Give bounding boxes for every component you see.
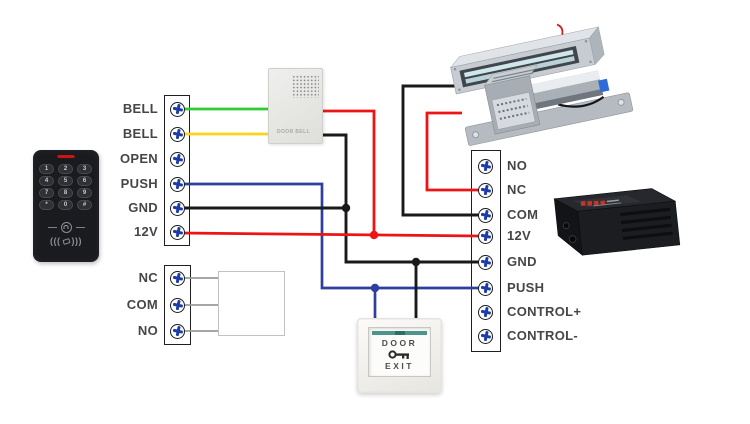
terminal-reader-12v [170,224,185,240]
terminal-power-controlm [478,328,493,344]
terminal-reader-gnd [170,200,185,216]
power-label-com: COM [507,207,539,222]
rfid-wave-icon: ((( ))) [50,236,82,246]
relay-label-com: COM [126,297,158,312]
terminal-reader-bell2 [170,126,185,142]
wire-black-maglock [401,84,480,217]
keypad-reader: 1 2 3 4 5 6 7 8 9 * 0 # ((( ))) [33,150,99,262]
terminal-power-no [478,158,493,174]
keypad-bell-row [33,222,99,233]
wire-red-12v-rail [179,231,481,238]
keypad-key: 7 [39,188,54,198]
keypad-key: 4 [39,176,54,186]
doorbell-label: DOOR BELL [277,129,311,135]
wire-red-doorbell [321,109,376,235]
exit-button-green-strip [372,331,427,335]
dash-decoration [47,226,57,229]
power-label-controlm: CONTROL- [507,328,578,343]
keypad-status-led [57,155,75,158]
keypad-key: 2 [58,164,73,174]
reader-label-bell1: BELL [122,101,158,116]
junction-dot-gnd [341,203,351,213]
doorbell-speaker-grille-icon [292,75,319,98]
rfid-card-icon [61,237,71,245]
junction-box [218,271,285,336]
doorbell: DOOR BELL [268,68,323,144]
terminal-reader-open [170,151,185,167]
relay-label-no: NO [137,323,158,338]
terminal-power-push [478,280,493,296]
power-label-no: NO [507,158,528,173]
keypad-key: 6 [77,176,92,186]
terminal-power-com [478,207,493,223]
bolt-sensor-cap [598,78,610,93]
keypad-key: * [39,200,54,210]
wire-black-doorbell-gnd [321,133,480,264]
wire-blue-push [180,182,480,290]
door-exit-button: DOOR EXIT [357,318,442,393]
terminal-reader-push [170,176,185,192]
keypad-key: 0 [58,200,73,210]
terminal-power-controlp [478,304,493,320]
keypad-key: 5 [58,176,73,186]
keypad-key: 3 [77,164,92,174]
junction-dot-push [370,283,380,293]
terminal-power-gnd [478,254,493,270]
relay-label-nc: NC [138,270,158,285]
reader-label-open: OPEN [119,151,158,166]
reader-label-bell2: BELL [122,126,158,141]
reader-label-gnd: GND [128,200,158,215]
reader-label-push: PUSH [120,176,158,191]
doorbell-button-icon [60,222,72,233]
terminal-reader-bell1 [170,101,185,117]
junction-dot-12v [369,230,379,240]
reader-terminal-block [164,95,190,246]
power-label-controlp: CONTROL+ [507,304,582,319]
power-label-gnd: GND [507,254,537,269]
exit-button-panel: DOOR EXIT [368,327,431,377]
bolt-lock [464,64,634,146]
exit-button-door-label: DOOR [381,338,418,348]
power-supply [553,188,681,256]
keypad-key: 1 [39,164,54,174]
maglock-pigtail-wire [556,23,564,35]
wire-red-boltlock [425,111,480,192]
terminal-power-12v [478,228,493,244]
terminal-power-nc [478,182,493,198]
keypad-key: # [77,200,92,210]
power-label-12v: 12V [507,228,532,243]
dash-decoration [75,226,85,229]
power-label-push: PUSH [507,280,545,295]
junction-dot-gnd-exit [411,257,421,267]
reader-label-12v: 12V [133,224,158,239]
terminal-relay-no [170,323,185,339]
keypad-key: 8 [58,188,73,198]
keypad-key: 9 [77,188,92,198]
terminal-relay-nc [170,270,185,286]
keypad-keys: 1 2 3 4 5 6 7 8 9 * 0 # [39,164,93,210]
power-label-nc: NC [507,182,527,197]
key-icon [387,350,409,359]
terminal-relay-com [170,297,185,313]
exit-button-exit-label: EXIT [385,361,414,371]
